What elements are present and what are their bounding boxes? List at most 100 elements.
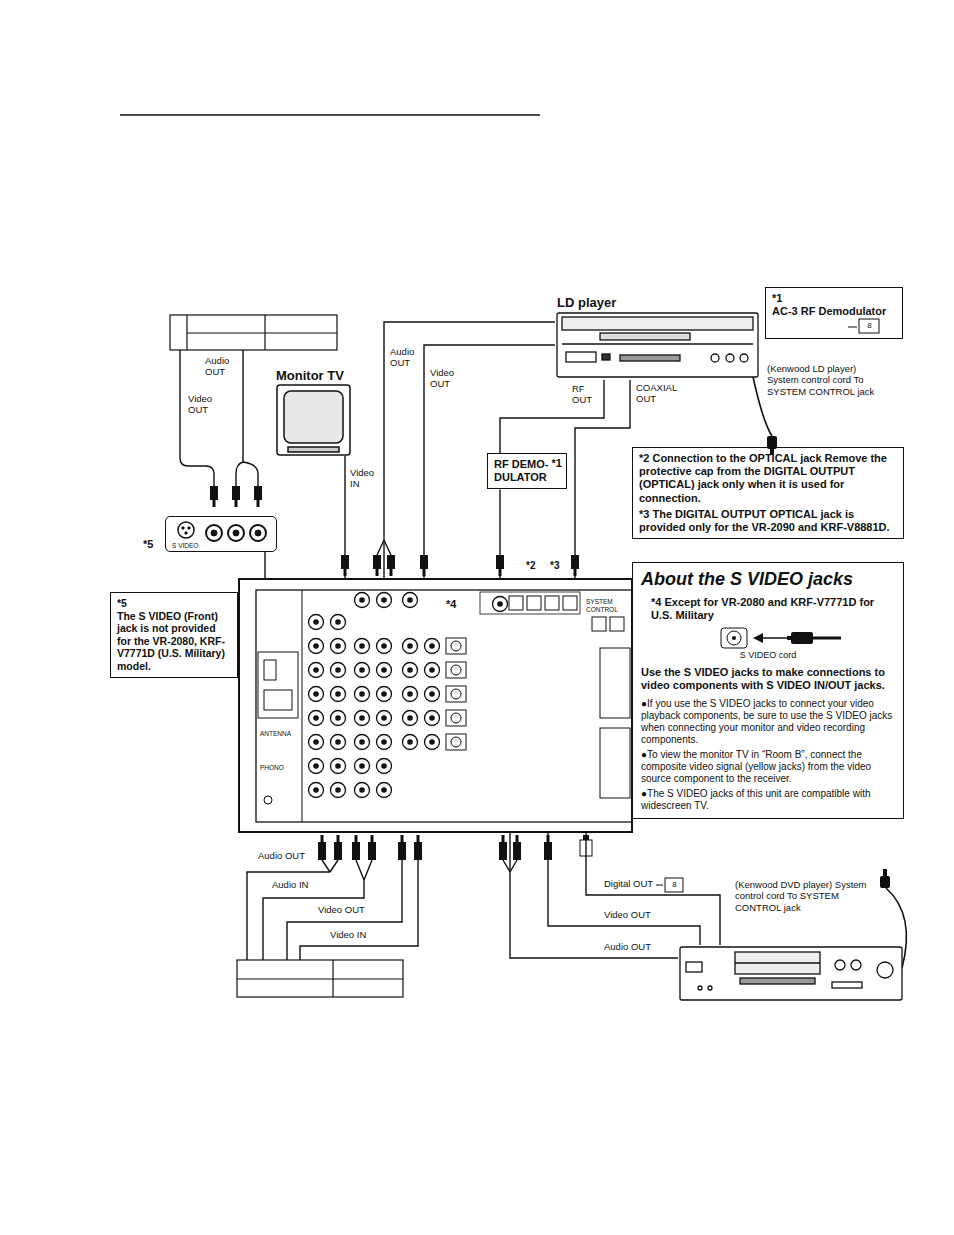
cord-icon — [753, 633, 763, 643]
rca-plug — [368, 842, 376, 860]
dvd-player-illustration — [686, 962, 702, 972]
connector-cable — [500, 380, 604, 453]
front-jack — [188, 527, 190, 529]
receiver-jacks — [451, 737, 461, 747]
receiver-jacks — [381, 715, 387, 721]
receiver-jacks — [264, 796, 272, 804]
connector-cable — [424, 345, 555, 578]
receiver-jacks — [377, 783, 392, 798]
receiver-jacks — [403, 735, 418, 750]
bullet-text: ●The S VIDEO jacks of this unit are comp… — [641, 788, 895, 812]
panel-label: PHONO — [260, 764, 300, 772]
receiver-jacks — [335, 667, 341, 673]
cord-plug — [880, 876, 890, 888]
ld-player-illustration — [566, 352, 596, 362]
cable-label: Audio IN — [272, 880, 316, 891]
receiver-jacks — [309, 759, 324, 774]
cable-label: Video IN — [350, 468, 378, 490]
dvd-player: (Kenwood DVD player) System control cord… — [678, 945, 904, 1001]
receiver-jacks — [331, 615, 346, 630]
receiver-jacks — [335, 715, 341, 721]
ld-player-illustration — [740, 354, 748, 362]
receiver-jacks — [407, 643, 413, 649]
receiver-jacks — [600, 728, 630, 798]
receiver-jacks — [377, 711, 392, 726]
receiver-jacks — [335, 739, 341, 745]
cable-label: Audio OUT — [604, 942, 662, 953]
reference-box: *1AC-3 RF Demodulator — [765, 287, 903, 339]
dvd-player-illustration — [851, 960, 861, 970]
receiver-jacks — [381, 787, 387, 793]
receiver-jacks — [403, 687, 418, 702]
front-jack — [233, 530, 239, 536]
receiver-jacks — [377, 593, 392, 608]
connector-cable — [264, 552, 265, 578]
note-box: *2 Connection to the OPTICAL jack Remove… — [632, 447, 904, 539]
callout-number: *1 — [772, 292, 896, 305]
receiver-jacks — [451, 689, 461, 699]
cable — [300, 860, 418, 960]
receiver-jacks — [359, 643, 365, 649]
rca-plug — [516, 835, 519, 842]
cable-label: RF OUT — [572, 384, 600, 406]
receiver-jacks — [425, 735, 440, 750]
cable — [243, 462, 258, 486]
front-jack — [250, 525, 266, 541]
device-heading: Monitor TV — [276, 368, 362, 384]
receiver-jacks — [429, 667, 435, 673]
receiver-jacks — [480, 592, 580, 614]
receiver-jacks — [359, 787, 365, 793]
receiver-jacks — [355, 783, 370, 798]
receiver-jacks — [331, 735, 346, 750]
front-jack-panel: S VIDEO — [165, 516, 277, 552]
tv-illustration — [277, 385, 350, 455]
ld-player: LD player(Kenwood LD player) System cont… — [555, 295, 760, 380]
panel-label: ANTENNA — [260, 730, 300, 738]
icon-caption: S VIDEO cord — [641, 650, 895, 661]
rca-plug — [254, 486, 262, 500]
cable — [287, 860, 402, 960]
receiver-jacks — [451, 641, 461, 651]
dvd-player-illustration — [698, 986, 702, 990]
receiver-jacks — [335, 643, 341, 649]
receiver-jacks — [403, 663, 418, 678]
cord-icon — [732, 636, 736, 640]
dvd-player-illustration — [740, 978, 815, 984]
cord-note: (Kenwood LD player) System control cord … — [767, 363, 885, 397]
rca-plug — [337, 835, 340, 842]
cord-icon — [721, 628, 747, 648]
callout-number: *3 — [550, 560, 566, 572]
box-title: AC-3 RF Demodulator — [772, 305, 896, 318]
receiver-jacks — [381, 597, 387, 603]
front-jack — [178, 522, 266, 541]
receiver-jacks — [429, 691, 435, 697]
receiver-jacks — [309, 735, 324, 750]
rca-plug — [373, 555, 381, 569]
dvd-player-illustration — [680, 947, 902, 1000]
front-jack — [228, 525, 244, 541]
receiver-jacks — [355, 639, 370, 654]
cable — [263, 860, 372, 960]
cord-icon — [641, 626, 895, 650]
blank-table — [237, 960, 403, 997]
rca-plug — [318, 842, 326, 860]
callout-number: *5 — [143, 538, 163, 551]
receiver-jacks — [355, 687, 370, 702]
note-text: The S VIDEO (Front) jack is not provided… — [117, 610, 231, 673]
dvd-player-illustration — [735, 962, 820, 963]
receiver-jacks — [335, 619, 341, 625]
receiver-jacks — [313, 619, 319, 625]
box-title: RF DEMO- DULATOR — [494, 458, 550, 484]
rca-plug — [414, 842, 422, 860]
receiver-jacks — [429, 715, 435, 721]
receiver-jacks — [377, 639, 392, 654]
receiver-jacks — [313, 787, 319, 793]
receiver-jacks — [256, 590, 632, 822]
connector-cable — [499, 489, 500, 578]
front-jack — [178, 522, 194, 538]
receiver-jacks — [335, 691, 341, 697]
receiver-jacks — [313, 691, 319, 697]
rca-plug — [352, 842, 360, 860]
receiver-jacks — [592, 617, 606, 631]
cable-label: Video OUT — [188, 394, 218, 416]
